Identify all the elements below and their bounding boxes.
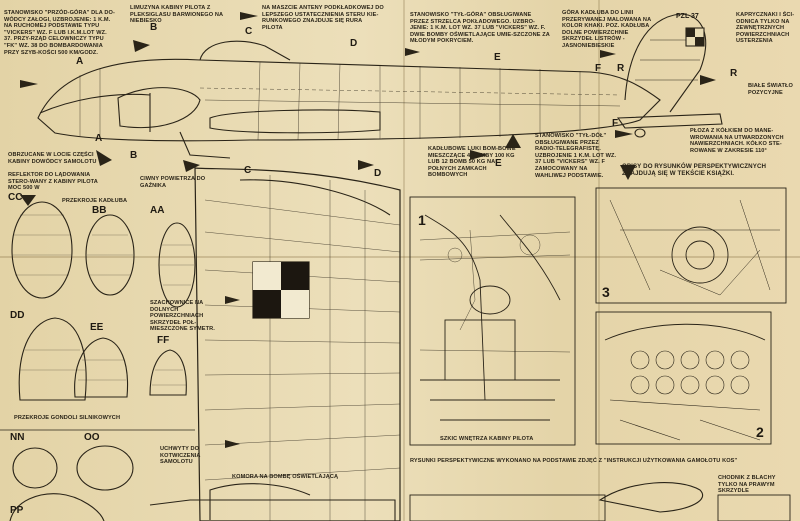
- section-label-e: E: [495, 158, 502, 169]
- section-markers: [20, 12, 716, 448]
- note-rear-gunner: STANOWISKO "TYŁ-GÓRA" OBSŁUGIWANE PRZEZ …: [410, 12, 550, 45]
- wing-root: [209, 109, 381, 134]
- caption-cockpit-sketch: SZKIC WNĘTRZA KABINY PILOTA: [440, 436, 534, 442]
- section-oo: [76, 445, 134, 491]
- note-fin-markings: KAPRYCZNAKI I ŚCI-ODNICA TYLKO NA ZEWNĘT…: [736, 12, 795, 45]
- note-antenna-mast: NA MASZCIE ANTENY PODKŁADKOWEJ DO LEPSZE…: [262, 5, 384, 31]
- section-label-a: A: [76, 56, 84, 67]
- note-perspective-ref: OPISY DO RYSUNKÓW PERSPEKTYWICZNYCH ZNAJ…: [622, 163, 767, 177]
- note-underwing-checkers: SZACHOWNICE NA DOLNYCH POWIERZCHNIACH SK…: [150, 300, 215, 333]
- section-label-f: F: [612, 118, 619, 129]
- cockpit-sketch-lines: [409, 187, 791, 521]
- note-bomb-bay: KADŁUBOWE LUKI BOM-BOWE MIESZCZĄCE 4 BOM…: [428, 146, 516, 179]
- section-name-pp: PP: [10, 505, 24, 516]
- section-label-d: D: [374, 168, 382, 179]
- caption-fuselage-sections: PRZEKROJE KADŁUBA: [62, 198, 128, 204]
- walkway-plate: [598, 482, 703, 513]
- section-ee: [74, 337, 129, 398]
- section-name-ee: EE: [90, 322, 104, 333]
- fuselage-outline: [37, 58, 661, 142]
- section-label-b: B: [150, 22, 158, 33]
- section-label-d: D: [350, 38, 358, 49]
- section-label-e: E: [494, 52, 501, 63]
- note-mooring-points: UCHWYTY DO KOTWICZENIA SAMOLOTU: [160, 446, 201, 466]
- section-label-c: C: [245, 26, 253, 37]
- note-pilot-canopy: LIMUZYNA KABINY PILOTA Z PLEKSIGLASU BAR…: [130, 5, 223, 25]
- checkerboard-marking: [252, 261, 310, 319]
- tailplane: [616, 113, 723, 129]
- note-tail-wheel: PŁOZA Z KÓŁKIEM DO MANE-WROWANIA NA UTWA…: [690, 128, 784, 154]
- section-bb: [85, 214, 135, 296]
- caption-perspective-source: RYSUNKI PERSPEKTYWICZNE WYKONANO NA PODS…: [410, 458, 738, 464]
- section-name-oo: OO: [84, 432, 100, 443]
- section-name-cc: CC: [8, 192, 23, 203]
- section-ff: [149, 349, 187, 396]
- note-rear-lower-gunner: STANOWISKO "TYŁ-DÓŁ" OBSŁUGIWANE PRZEZ R…: [535, 133, 617, 179]
- section-label-f: F: [595, 63, 602, 74]
- fold-line: [598, 0, 600, 521]
- tail-fin: [624, 13, 707, 113]
- section-label-r: R: [730, 68, 738, 79]
- section-cc: [11, 201, 73, 299]
- note-landing-reflector: REFLEKTOR DO LĄDOWANIA STERO-WANY Z KABI…: [8, 172, 98, 192]
- engine-nacelle: [117, 87, 201, 129]
- section-nn: [12, 447, 58, 489]
- section-dd: [18, 317, 87, 401]
- wing-planform: [194, 167, 401, 521]
- section-name-ff: FF: [157, 335, 170, 346]
- section-label-b: B: [130, 150, 138, 161]
- section-name-dd: DD: [10, 310, 25, 321]
- section-name-aa: AA: [150, 205, 165, 216]
- tail-code: PZL 37: [676, 13, 699, 20]
- fold-line: [403, 0, 405, 521]
- note-position-light: BIAŁE ŚWIATŁO POZYCYJNE: [748, 83, 794, 96]
- note-front-gunner: STANOWISKO "PRZÓD-GÓRA" DLA DO-WÓDCY ZAŁ…: [4, 10, 115, 56]
- section-name-nn: NN: [10, 432, 25, 443]
- caption-nacelle-sections: PRZEKROJE GONDOLI SILNIKOWYCH: [14, 415, 121, 421]
- panel-number-3: 3: [602, 284, 610, 300]
- section-aa: [158, 222, 196, 308]
- note-carburettor-air: CIWNY POWIETRZA DO GAŹNIKA: [140, 176, 206, 189]
- note-flare-bomb-bay: KOMORA NA BOMBĘ OŚWIETLAJĄCĄ: [232, 474, 339, 480]
- panel-number-1: 1: [418, 212, 426, 228]
- note-nose-glazing: OBRZUCANE W LOCIE CZĘŚCI KABINY DOWÓDCY …: [8, 152, 97, 165]
- note-walkway: CHODNIK Z BLACHY TYLKO NA PRAWYM SKRZYDL…: [718, 475, 776, 495]
- section-label-r: R: [617, 63, 625, 74]
- cockpit-canopy: [199, 40, 291, 61]
- section-label-a: A: [95, 133, 103, 144]
- section-label-c: C: [244, 165, 252, 176]
- panel-number-2: 2: [756, 424, 764, 440]
- note-upper-fuselage: GÓRA KADŁUBA DO LINII PRZERYWANEJ MALOWA…: [562, 10, 652, 49]
- section-name-bb: BB: [92, 205, 107, 216]
